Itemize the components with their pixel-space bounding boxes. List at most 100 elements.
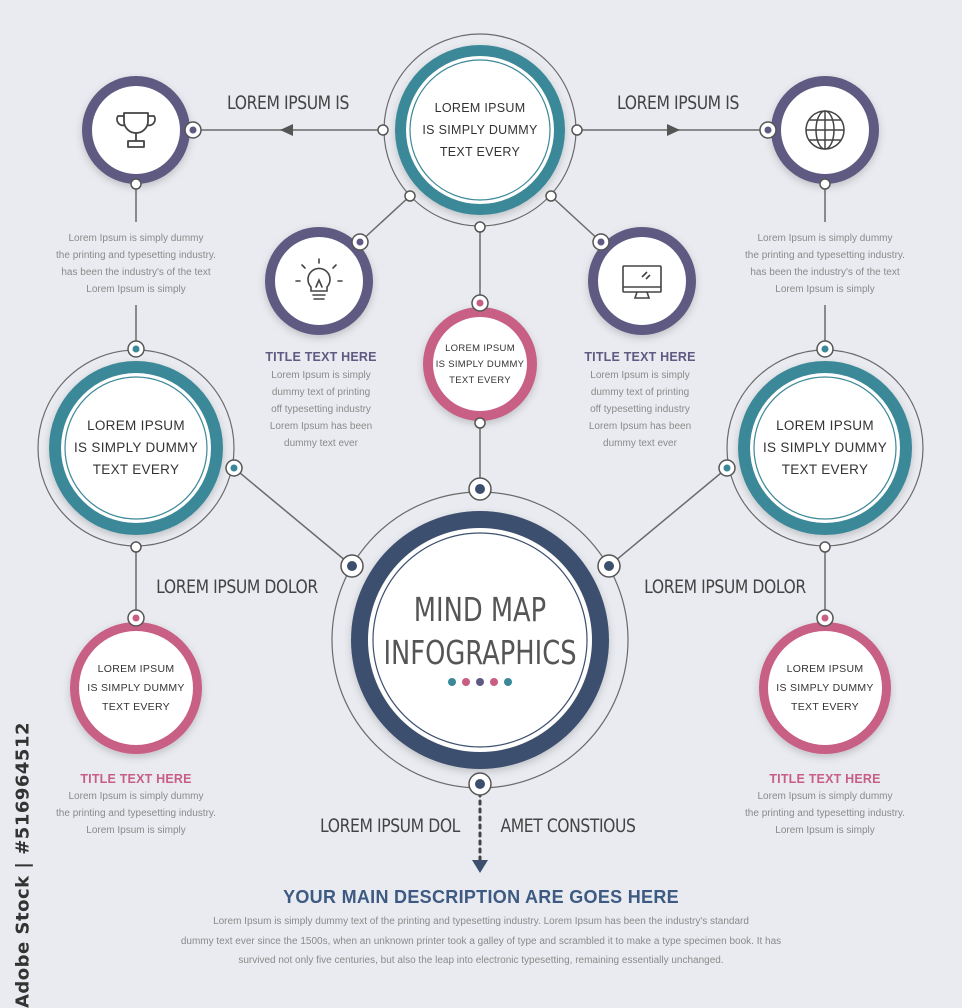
right-hub-line3: TEXT EVERY	[781, 462, 869, 477]
desc-line: has been the industry's of the text	[750, 267, 900, 278]
top-hub-text: LOREM IPSUM IS SIMPLY DUMMY TEXT EVERY	[405, 97, 555, 163]
bulb-block: TITLE TEXT HERE Lorem Ipsum is simply du…	[246, 350, 396, 452]
top-hub-line3: TEXT EVERY	[439, 145, 521, 159]
arrow-left-icon	[280, 124, 293, 136]
accent-dots	[127, 121, 834, 796]
center-circle	[351, 511, 609, 769]
right-bottom-node-line2: IS SIMPLY DUMMY	[776, 682, 874, 694]
center-title-line1: MIND MAP	[413, 590, 547, 629]
desc-line: the printing and typesetting industry.	[745, 808, 905, 819]
connector-lines	[135, 129, 826, 862]
right-hub-line1: LOREM IPSUM	[776, 418, 874, 433]
label-top-right: LOREM IPSUM IS	[617, 92, 739, 114]
monitor-block-title: TITLE TEXT HERE	[584, 350, 696, 364]
middle-hub-line1: LOREM IPSUM	[445, 343, 515, 354]
center-dot	[504, 678, 512, 686]
right-bottom-node-line1: LOREM IPSUM	[786, 663, 864, 675]
arrow-down-icon	[472, 860, 488, 873]
right-hub-text: LOREM IPSUM IS SIMPLY DUMMY TEXT EVERY	[745, 415, 905, 481]
desc-line: off typesetting industry	[271, 404, 371, 415]
trophy-icon	[116, 112, 156, 148]
center-title-line2: INFOGRAPHICS	[383, 633, 577, 672]
globe-icon	[805, 110, 845, 150]
desc-line: Lorem Ipsum is simply dummy	[68, 791, 204, 802]
main-description-title: YOUR MAIN DESCRIPTION ARE GOES HERE	[283, 887, 679, 907]
right-bottom-block: TITLE TEXT HERE Lorem Ipsum is simply du…	[719, 772, 931, 839]
desc-line: Lorem Ipsum is simply	[271, 370, 371, 381]
left-bottom-node-line2: IS SIMPLY DUMMY	[87, 682, 185, 694]
lightbulb-icon	[295, 258, 343, 300]
left-hub-line1: LOREM IPSUM	[87, 418, 185, 433]
desc-line: the printing and typesetting industry.	[745, 250, 905, 261]
right-bottom-node-circle	[759, 622, 891, 754]
trophy-node	[82, 76, 190, 184]
center-dot	[490, 678, 498, 686]
center-dot	[448, 678, 456, 686]
connector-dots	[130, 124, 831, 553]
desc-line: survived not only five centuries, but al…	[238, 955, 724, 966]
desc-line: Lorem Ipsum is simply dummy	[757, 233, 893, 244]
desc-line: dummy text of printing	[590, 387, 690, 398]
middle-hub-text: LOREM IPSUM IS SIMPLY DUMMY TEXT EVERY	[430, 341, 530, 389]
desc-line: Lorem Ipsum is simply dummy	[68, 233, 204, 244]
arrow-right-icon	[667, 124, 680, 136]
desc-line: Lorem Ipsum is simply dummy	[757, 791, 893, 802]
monitor-node	[588, 227, 696, 335]
right-bottom-block-title: TITLE TEXT HERE	[769, 772, 881, 786]
label-top-left: LOREM IPSUM IS	[227, 92, 349, 114]
monitor-block: TITLE TEXT HERE Lorem Ipsum is simply du…	[565, 350, 715, 452]
center-title: MIND MAP INFOGRAPHICS	[371, 588, 589, 674]
top-left-description: Lorem Ipsum is simply dummy the printing…	[30, 230, 242, 298]
label-bottom-right: AMET CONSTIOUS	[500, 815, 636, 837]
right-bottom-node-text: LOREM IPSUM IS SIMPLY DUMMY TEXT EVERY	[765, 660, 885, 717]
left-bottom-node-text: LOREM IPSUM IS SIMPLY DUMMY TEXT EVERY	[76, 660, 196, 717]
left-bottom-block-title: TITLE TEXT HERE	[80, 772, 192, 786]
left-bottom-node-line1: LOREM IPSUM	[97, 663, 175, 675]
label-bottom-left: LOREM IPSUM DOL	[320, 815, 460, 837]
top-right-description: Lorem Ipsum is simply dummy the printing…	[719, 230, 931, 298]
center-dots	[448, 678, 512, 686]
right-bottom-node-line3: TEXT EVERY	[791, 701, 859, 713]
top-hub-circle	[395, 45, 565, 215]
desc-line: Lorem Ipsum is simply	[775, 825, 875, 836]
center-dot	[476, 678, 484, 686]
stock-id-text: Adobe Stock | #516964512	[12, 721, 34, 1008]
desc-line: Lorem Ipsum is simply	[86, 284, 186, 295]
center-dot	[462, 678, 470, 686]
desc-line: the printing and typesetting industry.	[56, 808, 216, 819]
left-hub-line2: IS SIMPLY DUMMY	[73, 440, 199, 455]
desc-line: Lorem Ipsum is simply	[86, 825, 186, 836]
desc-line: off typesetting industry	[590, 404, 690, 415]
desc-line: has been the industry's of the text	[61, 267, 211, 278]
stock-id-tag: Adobe Stock | #516964512	[8, 722, 38, 1008]
bulb-block-title: TITLE TEXT HERE	[265, 350, 377, 364]
label-right-dolor: LOREM IPSUM DOLOR	[644, 576, 806, 598]
middle-hub-circle	[423, 307, 537, 421]
right-hub-line2: IS SIMPLY DUMMY	[762, 440, 888, 455]
desc-line: dummy text of printing	[271, 387, 371, 398]
desc-line: dummy text ever	[603, 438, 677, 449]
desc-line: Lorem Ipsum has been	[588, 421, 692, 432]
left-bottom-node-circle	[70, 622, 202, 754]
right-hub-circle	[738, 361, 912, 535]
top-hub-line1: LOREM IPSUM	[434, 101, 526, 115]
monitor-icon	[622, 265, 662, 299]
top-hub-line2: IS SIMPLY DUMMY	[422, 123, 538, 137]
desc-line: Lorem Ipsum is simply	[590, 370, 690, 381]
main-description: YOUR MAIN DESCRIPTION ARE GOES HERE Lore…	[110, 887, 852, 971]
desc-line: the printing and typesetting industry.	[56, 250, 216, 261]
desc-line: dummy text ever since the 1500s, when an…	[180, 935, 782, 947]
label-left-dolor: LOREM IPSUM DOLOR	[156, 576, 318, 598]
left-bottom-block: TITLE TEXT HERE Lorem Ipsum is simply du…	[30, 772, 242, 839]
middle-hub-line3: TEXT EVERY	[449, 375, 511, 386]
desc-line: Lorem Ipsum has been	[269, 421, 373, 432]
left-hub-text: LOREM IPSUM IS SIMPLY DUMMY TEXT EVERY	[56, 415, 216, 481]
desc-line: Lorem Ipsum is simply	[775, 284, 875, 295]
desc-line: Lorem Ipsum is simply dummy text of the …	[213, 916, 749, 927]
left-hub-line3: TEXT EVERY	[92, 462, 180, 477]
desc-line: dummy text ever	[284, 438, 358, 449]
left-bottom-node-line3: TEXT EVERY	[102, 701, 170, 713]
middle-hub-line2: IS SIMPLY DUMMY	[435, 359, 525, 370]
